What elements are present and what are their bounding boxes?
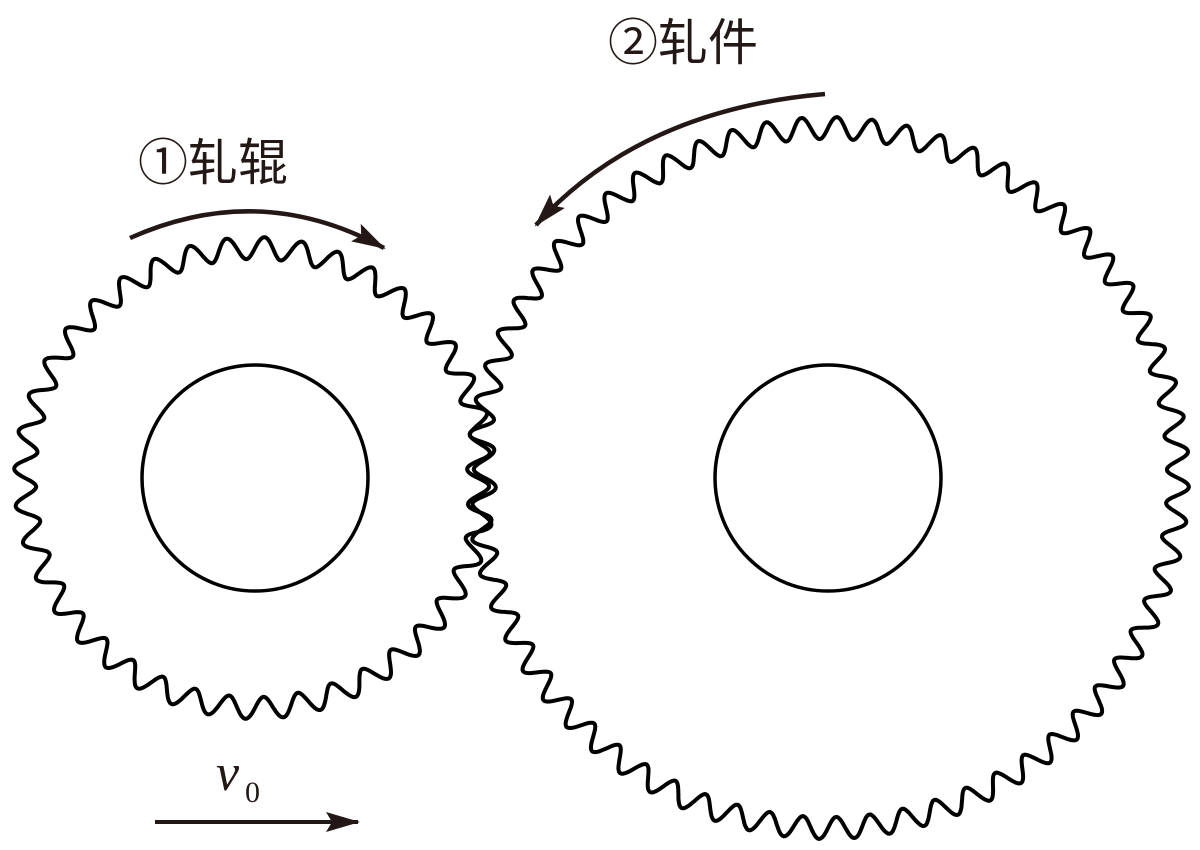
velocity-subscript: 0: [245, 776, 260, 809]
workpiece-gear-outline: [465, 115, 1191, 841]
roller-label: ①轧辊: [138, 134, 288, 192]
roller-inner-circle: [140, 363, 370, 593]
roller-gear-outline: [12, 235, 498, 721]
workpiece-rotation-arrow: [534, 91, 826, 227]
roller-rotation-arrow: [129, 209, 386, 250]
workpiece-label: ②轧件: [608, 14, 758, 72]
workpiece-inner-circle: [713, 363, 943, 593]
velocity-symbol: v: [216, 745, 240, 802]
